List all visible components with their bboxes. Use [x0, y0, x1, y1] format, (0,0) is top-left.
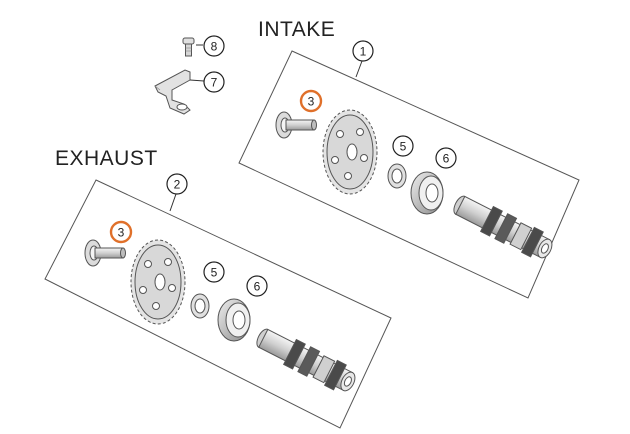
exhaust-bolt-part [84, 239, 126, 267]
bolt-part-8 [182, 37, 195, 57]
leader-line [355, 60, 363, 78]
callout-intake-bolt: 3 [299, 89, 323, 113]
callout-exhaust-bearing-label: 6 [254, 280, 261, 294]
callout-exhaust-group: 2 [166, 173, 188, 195]
intake-camshaft-part [453, 195, 553, 259]
callout-bolt-label: 8 [211, 40, 218, 54]
exhaust-sprocket-part [130, 239, 186, 325]
callout-exhaust-washer: 5 [203, 261, 225, 283]
leader-line [169, 193, 177, 212]
exhaust-bearing-part [217, 298, 251, 342]
callout-exhaust-group-label: 2 [174, 178, 181, 192]
intake-bearing-part [410, 171, 444, 215]
callout-exhaust-bearing: 6 [246, 275, 268, 297]
intake-sprocket-part [322, 109, 378, 195]
callout-intake-group: 1 [352, 40, 374, 62]
intake-panel [238, 50, 580, 299]
callout-bracket-label: 7 [211, 76, 218, 90]
callout-exhaust-washer-label: 5 [211, 266, 218, 280]
callout-bracket: 7 [203, 71, 225, 93]
exhaust-camshaft-part [256, 328, 356, 392]
leader-line [189, 79, 205, 82]
callout-exhaust-bolt: 3 [109, 220, 133, 244]
intake-title: INTAKE [258, 18, 335, 41]
callout-bolt: 8 [203, 35, 225, 57]
callout-intake-bolt-label: 3 [308, 95, 315, 109]
exhaust-washer-part [190, 293, 210, 319]
callout-intake-washer: 5 [392, 135, 414, 157]
callout-intake-washer-label: 5 [400, 140, 407, 154]
callout-intake-bearing-label: 6 [443, 152, 450, 166]
exhaust-title: EXHAUST [55, 147, 158, 170]
intake-bolt-part [275, 111, 317, 139]
callout-intake-group-label: 1 [360, 45, 367, 59]
callout-exhaust-bolt-label: 3 [118, 226, 125, 240]
intake-washer-part [387, 163, 407, 189]
exhaust-panel [44, 179, 392, 429]
bracket-part-7 [154, 69, 191, 115]
callout-intake-bearing: 6 [435, 147, 457, 169]
